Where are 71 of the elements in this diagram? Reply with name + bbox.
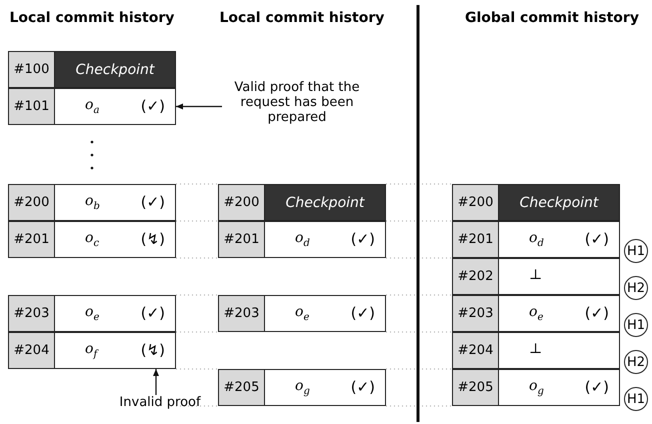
operation-label: o$_{e}$ bbox=[295, 304, 310, 323]
proof-mark: (↯) bbox=[140, 230, 165, 248]
checkpoint-label: Checkpoint bbox=[265, 185, 385, 220]
proof-mark: (✓) bbox=[140, 97, 165, 115]
commit-row bbox=[452, 369, 620, 406]
commit-number: #204 bbox=[9, 333, 55, 368]
commit-row bbox=[452, 258, 620, 295]
operation-label: o$_{e}$ bbox=[529, 304, 544, 323]
proof-mark: (✓) bbox=[350, 378, 375, 396]
commit-number: #200 bbox=[9, 185, 55, 220]
proof-mark: (✓) bbox=[584, 378, 609, 396]
commit-row bbox=[8, 88, 176, 125]
commit-row bbox=[8, 332, 176, 369]
commit-row bbox=[452, 332, 620, 369]
commit-number: #200 bbox=[453, 185, 499, 220]
operation-label: o$_{e}$ bbox=[85, 304, 100, 323]
commit-number: #203 bbox=[453, 296, 499, 331]
commit-row bbox=[8, 184, 176, 221]
column-heading: Local commit history bbox=[10, 10, 174, 26]
hypothesis-circle: H2 bbox=[624, 350, 648, 374]
commit-number: #204 bbox=[453, 333, 499, 368]
commit-number: #200 bbox=[219, 185, 265, 220]
operation-label: o$_{g}$ bbox=[529, 378, 544, 397]
commit-number: #205 bbox=[219, 370, 265, 405]
proof-mark: (↯) bbox=[140, 341, 165, 359]
commit-number: #203 bbox=[9, 296, 55, 331]
commit-row bbox=[218, 369, 386, 406]
hypothesis-circle: H1 bbox=[624, 387, 648, 411]
commit-row bbox=[452, 184, 620, 221]
commit-number: #205 bbox=[453, 370, 499, 405]
commit-row bbox=[452, 295, 620, 332]
commit-number: #201 bbox=[219, 222, 265, 257]
column-heading: Global commit history bbox=[465, 10, 639, 26]
operation-label: o$_{c}$ bbox=[85, 230, 100, 249]
proof-mark: (✓) bbox=[584, 304, 609, 322]
operation-label: o$_{b}$ bbox=[85, 193, 100, 212]
commit-number: #201 bbox=[9, 222, 55, 257]
hypothesis-circle: H1 bbox=[624, 313, 648, 337]
arrow bbox=[153, 369, 159, 395]
proof-mark: (✓) bbox=[140, 304, 165, 322]
commit-row bbox=[8, 221, 176, 258]
hypothesis-circle: H1 bbox=[624, 239, 648, 263]
operation-label: o$_{a}$ bbox=[85, 97, 100, 116]
commit-row bbox=[218, 184, 386, 221]
checkpoint-label: Checkpoint bbox=[499, 185, 619, 220]
annotation-text: Invalid proof bbox=[110, 395, 210, 410]
annotation-text: Valid proof that the request has been prepared bbox=[222, 80, 372, 125]
commit-number: #100 bbox=[9, 52, 55, 87]
proof-mark: (✓) bbox=[140, 193, 165, 211]
proof-mark: (✓) bbox=[584, 230, 609, 248]
operation-label: o$_{g}$ bbox=[295, 378, 310, 397]
commit-row bbox=[218, 295, 386, 332]
column-heading: Local commit history bbox=[220, 10, 384, 26]
proof-mark: (✓) bbox=[350, 304, 375, 322]
commit-number: #203 bbox=[219, 296, 265, 331]
operation-label: ⊥ bbox=[529, 267, 542, 283]
proof-mark: (✓) bbox=[350, 230, 375, 248]
operation-label: o$_{d}$ bbox=[295, 230, 310, 249]
arrow bbox=[176, 104, 222, 110]
commit-number: #101 bbox=[9, 89, 55, 124]
commit-row bbox=[452, 221, 620, 258]
operation-label: ⊥ bbox=[529, 341, 542, 357]
hypothesis-circle: H2 bbox=[624, 276, 648, 300]
commit-number: #202 bbox=[453, 259, 499, 294]
commit-row bbox=[218, 221, 386, 258]
commit-row bbox=[8, 51, 176, 88]
checkpoint-label: Checkpoint bbox=[55, 52, 175, 87]
operation-label: o$_{f}$ bbox=[85, 341, 98, 360]
commit-number: #201 bbox=[453, 222, 499, 257]
operation-label: o$_{d}$ bbox=[529, 230, 544, 249]
commit-row bbox=[8, 295, 176, 332]
